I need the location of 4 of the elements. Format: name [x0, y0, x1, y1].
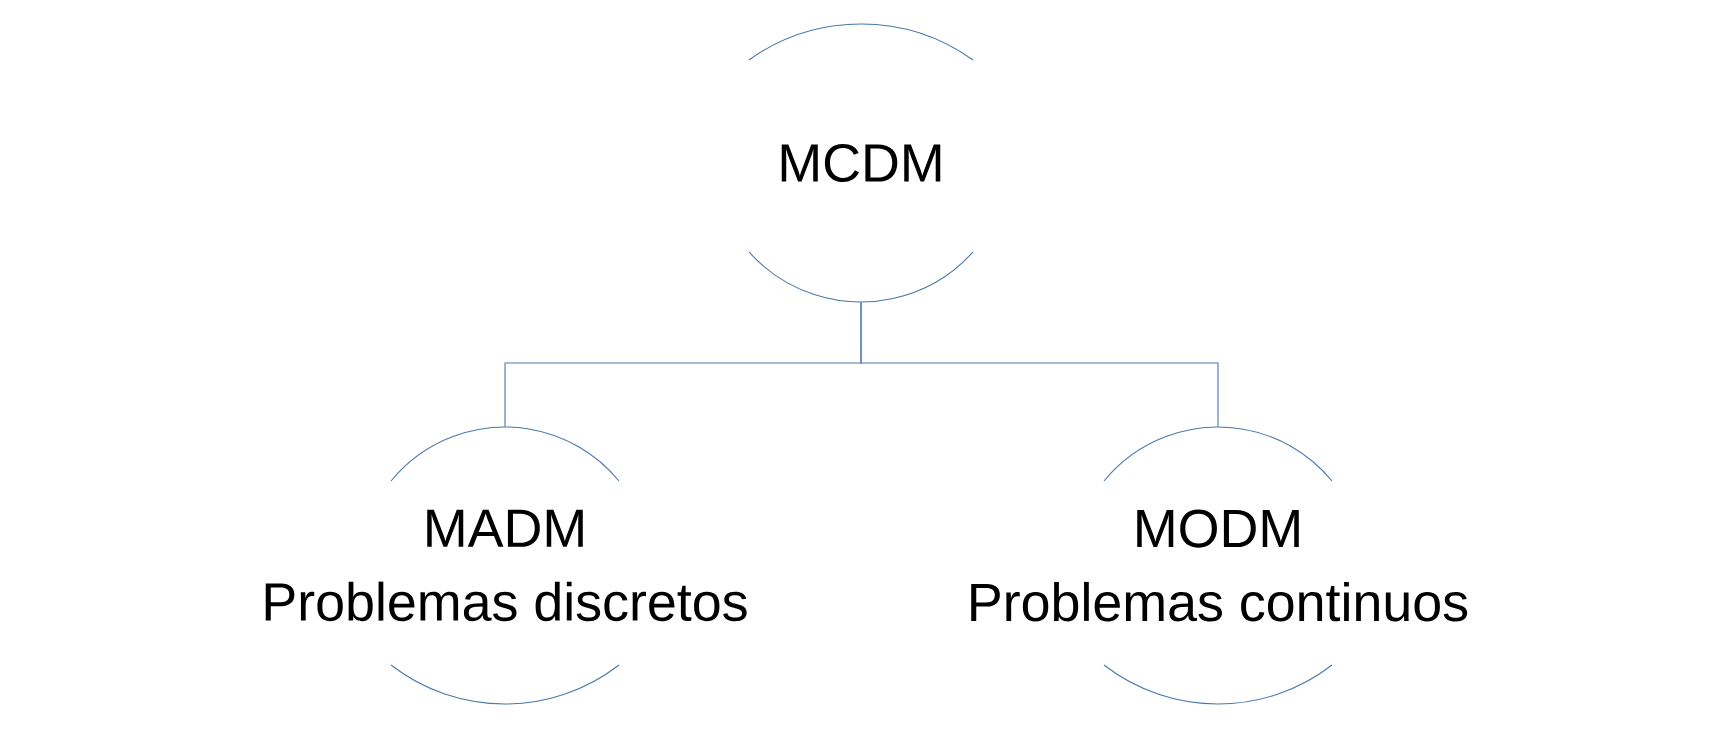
connector-line [860, 301, 1219, 428]
arc-node: MADM Problemas discretos [265, 426, 747, 705]
arc-node: MODM Problemas continuos [971, 426, 1468, 705]
arc-node: MCDM [748, 23, 974, 303]
